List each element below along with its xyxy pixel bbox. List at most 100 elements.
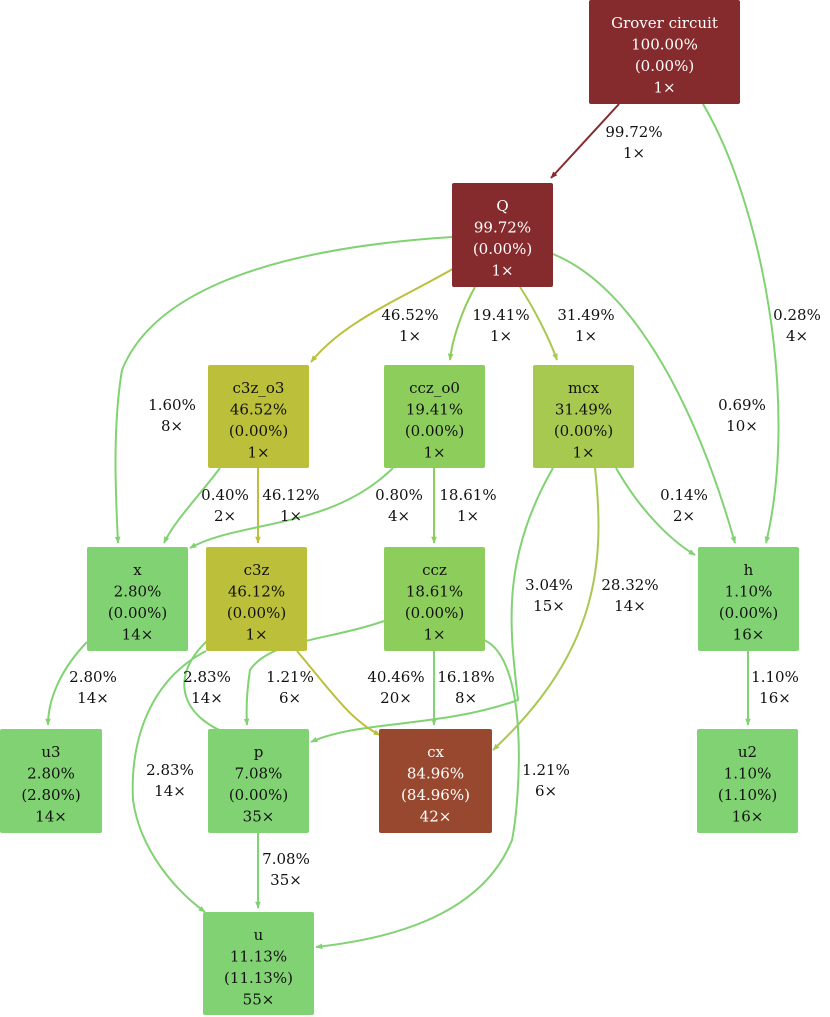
edge-percent: 1.60%	[148, 396, 196, 414]
node-box	[533, 365, 634, 468]
edge-ccz-u	[315, 639, 520, 950]
edge-percent: 0.14%	[660, 486, 708, 504]
edge-calls: 1×	[280, 507, 302, 525]
node-box	[384, 365, 485, 468]
edge-label-Q-x: 1.60%8×	[148, 396, 196, 435]
edge-label-c3z_o3-c3z: 46.12%1×	[262, 486, 319, 525]
edge-calls: 1×	[575, 327, 597, 345]
edge-label-c3z-p: 2.83%14×	[183, 668, 231, 707]
edge-calls: 16×	[759, 689, 791, 707]
edge-calls: 2×	[214, 507, 236, 525]
edge-c3z-cx	[296, 650, 381, 736]
node-self-percent: (0.00%)	[229, 786, 288, 804]
edge-calls: 20×	[380, 689, 412, 707]
node-call-count: 1×	[572, 444, 594, 462]
edge-percent: 1.21%	[522, 761, 570, 779]
edge-percent: 0.40%	[201, 486, 249, 504]
node-name: p	[254, 743, 264, 761]
edge-Q-x	[114, 236, 453, 544]
node-call-count: 1×	[245, 626, 267, 644]
edge-Q-h	[552, 253, 736, 544]
node-total-percent: 1.10%	[724, 765, 772, 783]
node-call-count: 16×	[733, 626, 765, 644]
node-call-count: 14×	[35, 808, 67, 826]
edge-label-mcx-h: 0.14% 2×	[660, 486, 708, 525]
node-box	[208, 729, 309, 833]
node-name: x	[133, 561, 142, 579]
edge-percent: 3.04%	[525, 576, 573, 594]
edge-percent: 2.83%	[146, 761, 194, 779]
node-box	[206, 547, 307, 651]
node-call-count: 1×	[653, 79, 675, 97]
node-total-percent: 31.49%	[555, 401, 612, 419]
node-Q[interactable]: Q99.72%(0.00%)1×	[452, 183, 553, 287]
node-x[interactable]: x2.80%(0.00%)14×	[87, 547, 188, 651]
node-total-percent: 100.00%	[631, 36, 698, 54]
node-call-count: 1×	[423, 626, 445, 644]
edge-Q-c3z_o3	[310, 261, 466, 363]
node-self-percent: (0.00%)	[719, 604, 778, 622]
edge-percent: 99.72%	[605, 123, 662, 141]
node-total-percent: 2.80%	[114, 583, 162, 601]
edge-c3z-u	[131, 650, 207, 913]
edge-percent: 0.69%	[718, 396, 766, 414]
node-name: cx	[427, 743, 444, 761]
node-total-percent: 1.10%	[725, 583, 773, 601]
edge-calls: 2×	[673, 507, 695, 525]
node-call-count: 14×	[122, 626, 154, 644]
node-box	[452, 183, 553, 287]
node-u3[interactable]: u32.80%(2.80%)14×	[0, 729, 102, 833]
node-total-percent: 46.12%	[228, 583, 285, 601]
edge-percent: 46.52%	[381, 306, 438, 324]
edge-percent: 19.41%	[472, 306, 529, 324]
node-self-percent: (84.96%)	[401, 786, 470, 804]
edge-calls: 6×	[535, 782, 557, 800]
edge-layer	[45, 103, 780, 950]
edge-ccz-p	[243, 620, 385, 726]
edge-label-Q-h: 0.69%10×	[718, 396, 766, 435]
edge-percent: 1.21%	[266, 668, 314, 686]
edge-label-ccz_o0-x: 0.80%4×	[375, 486, 423, 525]
node-call-count: 35×	[243, 808, 275, 826]
node-name: c3z	[244, 561, 270, 579]
edge-mcx-cx	[492, 467, 600, 751]
node-name: ccz	[422, 561, 447, 579]
edge-calls: 4×	[388, 507, 410, 525]
edge-percent: 28.32%	[601, 576, 658, 594]
node-c3z[interactable]: c3z 46.12% (0.00%) 1×	[206, 547, 307, 651]
edge-label-c3z_o3-x: 0.40% 2×	[201, 486, 249, 525]
edge-label-ccz_o0-ccz: 18.61%1×	[439, 486, 496, 525]
node-call-count: 55×	[243, 991, 275, 1009]
node-u2[interactable]: u21.10%(1.10%)16×	[697, 729, 798, 833]
node-self-percent: (0.00%)	[227, 604, 286, 622]
node-box	[697, 729, 798, 833]
edge-calls: 14×	[191, 689, 223, 707]
node-name: u2	[738, 743, 757, 761]
node-p[interactable]: p 7.08% (0.00%) 35×	[208, 729, 309, 833]
node-u[interactable]: u11.13%(11.13%)55×	[203, 912, 314, 1015]
edge-label-ccz-cx: 16.18%8×	[437, 668, 494, 707]
edge-label-c3z-cx: 40.46%20×	[367, 668, 424, 707]
node-name: Q	[496, 197, 508, 215]
node-name: ccz_o0	[409, 379, 460, 397]
edge-calls: 14×	[154, 782, 186, 800]
node-box	[0, 729, 102, 833]
node-self-percent: (1.10%)	[718, 786, 777, 804]
node-h[interactable]: h1.10%(0.00%)16×	[698, 547, 799, 651]
node-total-percent: 2.80%	[27, 765, 75, 783]
node-call-count: 1×	[423, 444, 445, 462]
node-total-percent: 99.72%	[474, 219, 531, 237]
edge-percent: 16.18%	[437, 668, 494, 686]
edge-label-p-u: 7.08%35×	[262, 850, 310, 889]
node-total-percent: 7.08%	[235, 765, 283, 783]
edge-label-Q-c3z_o3: 46.52%1×	[381, 306, 438, 345]
edge-label-grover-Q: 99.72%1×	[605, 123, 662, 162]
edge-label-ccz-u: 1.21% 6×	[522, 761, 570, 800]
